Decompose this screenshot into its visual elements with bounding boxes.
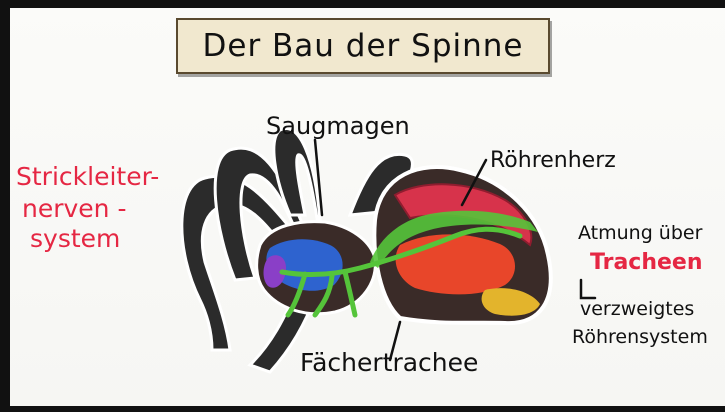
roehrenherz-label: Röhrenherz <box>490 148 616 173</box>
strickleiter-label-line3: system <box>30 224 120 253</box>
faechertrachee-label: Fächertrachee <box>300 348 478 377</box>
orange-gland <box>396 234 515 294</box>
leg-3 <box>274 128 320 225</box>
tracheen-branch-arrow <box>581 280 595 298</box>
strickleiter-label-line2: nerven - <box>22 194 127 223</box>
strickleiter-label-line1: Strickleiter- <box>16 162 159 191</box>
roehrensystem-label: Röhrensystem <box>572 326 708 348</box>
verzweigtes-label: verzweigtes <box>580 298 694 320</box>
saugmagen-label: Saugmagen <box>266 112 410 140</box>
tracheen-label: Tracheen <box>590 250 703 275</box>
atmung-label: Atmung über <box>578 222 702 244</box>
